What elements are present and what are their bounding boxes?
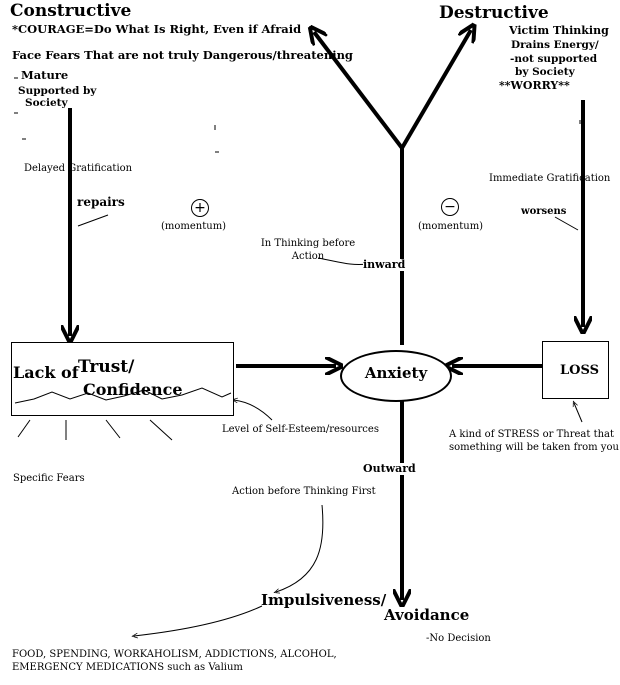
confidence-label: Confidence (83, 380, 183, 399)
impulsiveness-label: Impulsiveness/ (261, 591, 387, 609)
trust-label: Trust/ (78, 357, 135, 377)
lack-of-trust-node (11, 342, 234, 416)
y-right-arrow (400, 30, 471, 150)
avoidance-label: Avoidance (384, 606, 470, 624)
action-before-label: Action before Thinking First (232, 486, 376, 497)
food-line-1: FOOD, SPENDING, WORKAHOLISM, ADDICTIONS,… (12, 649, 337, 660)
anxiety-node (340, 350, 452, 402)
stress-line-2: something will be taken from you (449, 442, 619, 453)
in-thinking-line-2: Action (291, 250, 325, 262)
immediate-gratification-text: Immediate Gratification (489, 173, 611, 184)
not-supported-text: -not supported (510, 53, 598, 65)
worsens-pointer (554, 216, 579, 231)
no-decision-label: -No Decision (426, 633, 491, 644)
outward-label: Outward (363, 462, 416, 475)
worsens-text: worsens (521, 206, 567, 217)
in-thinking-label: In Thinking before Action (252, 238, 364, 263)
supported-by-text: Supported by (18, 85, 97, 97)
mature-text: Mature (21, 68, 69, 82)
worry-text: **WORRY** (499, 79, 570, 92)
specific-fears-rays (17, 419, 173, 441)
by-society-text: by Society (515, 66, 575, 78)
plus-circle-icon: + (191, 199, 209, 217)
destructive-title: Destructive (439, 3, 549, 23)
lack-of-label: Lack of (13, 363, 79, 382)
minus-circle-icon: − (441, 198, 459, 216)
margin-marks (14, 77, 581, 153)
self-esteem-pointer (234, 400, 273, 421)
specific-fears-label: Specific Fears (13, 473, 85, 484)
stress-pointer (574, 403, 583, 423)
stress-line-1: A kind of STRESS or Threat that (449, 429, 615, 440)
face-fears-text: Face Fears That are not truly Dangerous/… (12, 48, 353, 62)
self-esteem-wave (14, 387, 232, 404)
minus-momentum-label: (momentum) (418, 221, 484, 232)
food-pointer (134, 605, 263, 636)
anxiety-label: Anxiety (364, 364, 428, 382)
victim-thinking-text: Victim Thinking (509, 24, 609, 37)
inward-label: inward (363, 258, 406, 271)
loss-node (542, 341, 609, 399)
self-esteem-label: Level of Self-Esteem/resources (222, 424, 379, 435)
loss-label: LOSS (560, 363, 599, 378)
constructive-title: Constructive (10, 1, 132, 21)
action-before-pointer (276, 504, 324, 592)
delayed-gratification-text: Delayed Gratification (24, 163, 133, 174)
in-thinking-line-1: In Thinking before (260, 238, 356, 249)
repairs-text: repairs (77, 195, 125, 209)
food-line-2: EMERGENCY MEDICATIONS such as Valium (12, 662, 243, 673)
plus-momentum-label: (momentum) (161, 221, 227, 232)
society-text: Society (25, 97, 68, 109)
y-left-arrow (314, 32, 404, 150)
repairs-pointer (77, 214, 109, 227)
courage-text: *COURAGE=Do What Is Right, Even if Afrai… (12, 22, 302, 36)
drains-energy-text: Drains Energy/ (511, 39, 599, 51)
